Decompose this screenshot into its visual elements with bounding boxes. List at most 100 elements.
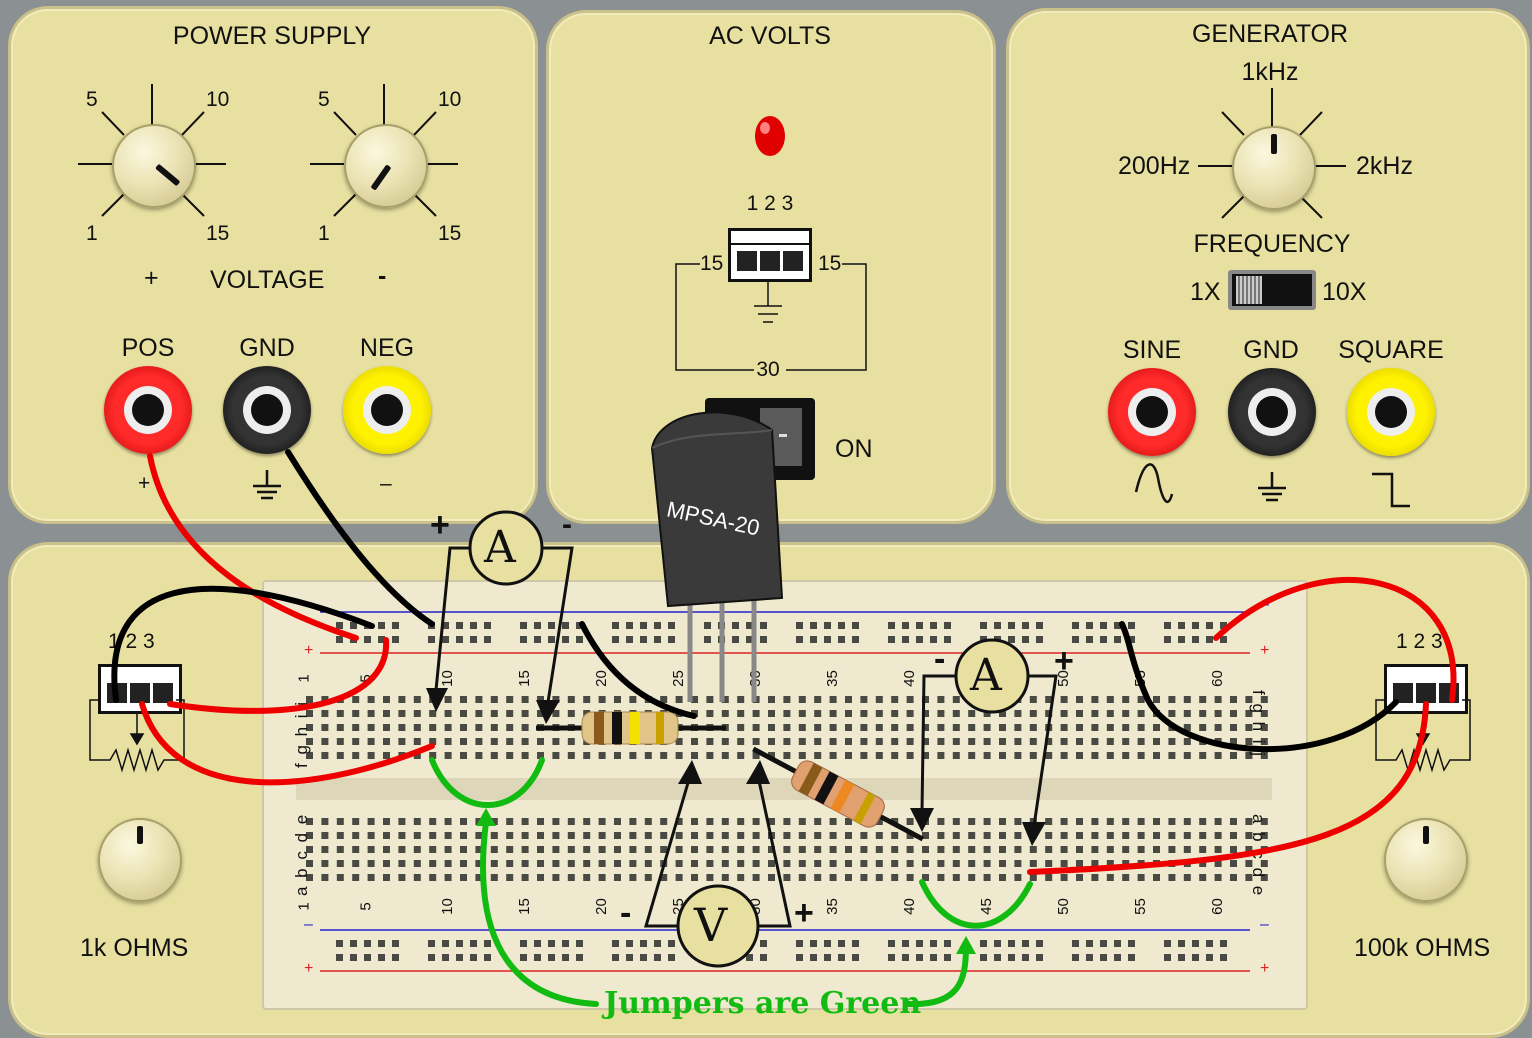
breadboard-hole <box>944 940 951 947</box>
breadboard-hole <box>626 940 633 947</box>
breadboard-hole <box>456 622 463 629</box>
breadboard-hole <box>398 724 406 731</box>
breadboard-hole <box>306 818 313 825</box>
breadboard-hole <box>691 696 698 703</box>
sine-jack[interactable] <box>1108 368 1196 456</box>
breadboard-hole <box>352 752 360 759</box>
breadboard-hole <box>783 832 791 839</box>
breadboard-hole <box>1045 860 1053 867</box>
breadboard-hole <box>352 860 360 867</box>
breadboard-hole <box>980 954 987 961</box>
breadboard-hole <box>891 860 899 867</box>
breadboard-hole <box>668 636 675 643</box>
breadboard-hole <box>1014 832 1022 839</box>
multiplier-switch[interactable] <box>1228 270 1316 310</box>
breadboard-hole <box>1091 874 1099 881</box>
breadboard-hole <box>306 738 313 745</box>
breadboard-hole <box>352 846 360 853</box>
breadboard-hole <box>922 846 929 853</box>
neg-jack[interactable] <box>343 366 431 454</box>
breadboard-hole <box>475 860 483 867</box>
pos-jack[interactable] <box>104 366 192 454</box>
positive-voltage-knob[interactable] <box>112 124 196 208</box>
breadboard-hole <box>442 622 449 629</box>
breadboard-hole <box>484 622 491 629</box>
breadboard-hole <box>1230 874 1237 881</box>
breadboard-hole <box>1199 696 1207 703</box>
breadboard-hole <box>999 724 1006 731</box>
breadboard-hole <box>352 696 360 703</box>
breadboard-hole <box>1029 752 1037 759</box>
breadboard-hole <box>1008 622 1015 629</box>
breadboard-hole <box>1199 818 1207 825</box>
breadboard-hole <box>1072 954 1079 961</box>
right-pot-knob[interactable] <box>1384 818 1468 902</box>
breadboard-hole <box>567 696 575 703</box>
breadboard-hole <box>737 832 745 839</box>
breadboard-hole <box>768 752 775 759</box>
breadboard-hole <box>614 860 621 867</box>
breadboard-hole <box>875 860 883 867</box>
breadboard-hole <box>490 818 498 825</box>
breadboard-hole <box>1045 874 1053 881</box>
breadboard-hole <box>1106 832 1114 839</box>
breadboard-hole <box>1245 738 1253 745</box>
breadboard-hole <box>321 860 329 867</box>
breadboard-hole <box>760 622 767 629</box>
breadboard-hole <box>537 874 544 881</box>
breadboard-hole <box>1230 696 1237 703</box>
breadboard-hole <box>1072 636 1079 643</box>
breadboard-hole <box>906 846 914 853</box>
ac-tap-selector[interactable] <box>728 228 812 282</box>
square-jack[interactable] <box>1347 368 1435 456</box>
left-ammeter-icon <box>434 510 574 703</box>
breadboard-hole <box>1091 738 1099 745</box>
breadboard-hole <box>444 738 452 745</box>
breadboard-hole <box>537 696 544 703</box>
resistor-diagonal <box>752 746 924 842</box>
breadboard-hole <box>576 954 583 961</box>
breadboard-hole <box>760 636 767 643</box>
rail-minus-bottom-right: – <box>1260 916 1269 933</box>
breadboard-hole <box>336 738 344 745</box>
breadboard-hole <box>629 818 637 825</box>
green-arrow-right-icon <box>956 936 976 954</box>
breadboard-hole <box>475 832 483 839</box>
breadboard-hole <box>306 874 313 881</box>
breadboard-hole <box>852 622 859 629</box>
breadboard-hole <box>598 846 606 853</box>
breadboard-hole <box>1220 622 1227 629</box>
breadboard-hole <box>952 724 960 731</box>
breadboard-hole <box>429 752 437 759</box>
breadboard-hole <box>398 710 406 717</box>
breadboard-hole <box>460 874 467 881</box>
breadboard-hole <box>1029 724 1037 731</box>
breadboard-hole <box>860 696 868 703</box>
breadboard-hole <box>1106 752 1114 759</box>
breadboard-hole <box>930 954 937 961</box>
breadboard-hole <box>1214 724 1222 731</box>
generator-title: GENERATOR <box>1191 20 1349 48</box>
gen-gnd-jack[interactable] <box>1228 368 1316 456</box>
breadboard-hole <box>460 832 467 839</box>
breadboard-hole <box>383 860 390 867</box>
breadboard-hole <box>383 738 390 745</box>
breadboard-hole <box>660 696 668 703</box>
negative-voltage-knob[interactable] <box>344 124 428 208</box>
breadboard-hole <box>614 696 621 703</box>
breadboard-hole <box>1128 940 1135 947</box>
breadboard-hole <box>983 710 991 717</box>
gnd-jack[interactable] <box>223 366 311 454</box>
breadboard-hole <box>1153 818 1160 825</box>
breadboard-hole <box>810 636 817 643</box>
breadboard-hole <box>1245 818 1253 825</box>
breadboard-hole <box>1036 954 1043 961</box>
breadboard-hole <box>336 710 344 717</box>
left-pot-knob[interactable] <box>98 818 182 902</box>
frequency-knob[interactable] <box>1232 126 1316 210</box>
voltmeter-plus: + <box>794 894 814 932</box>
breadboard-hole <box>521 846 529 853</box>
